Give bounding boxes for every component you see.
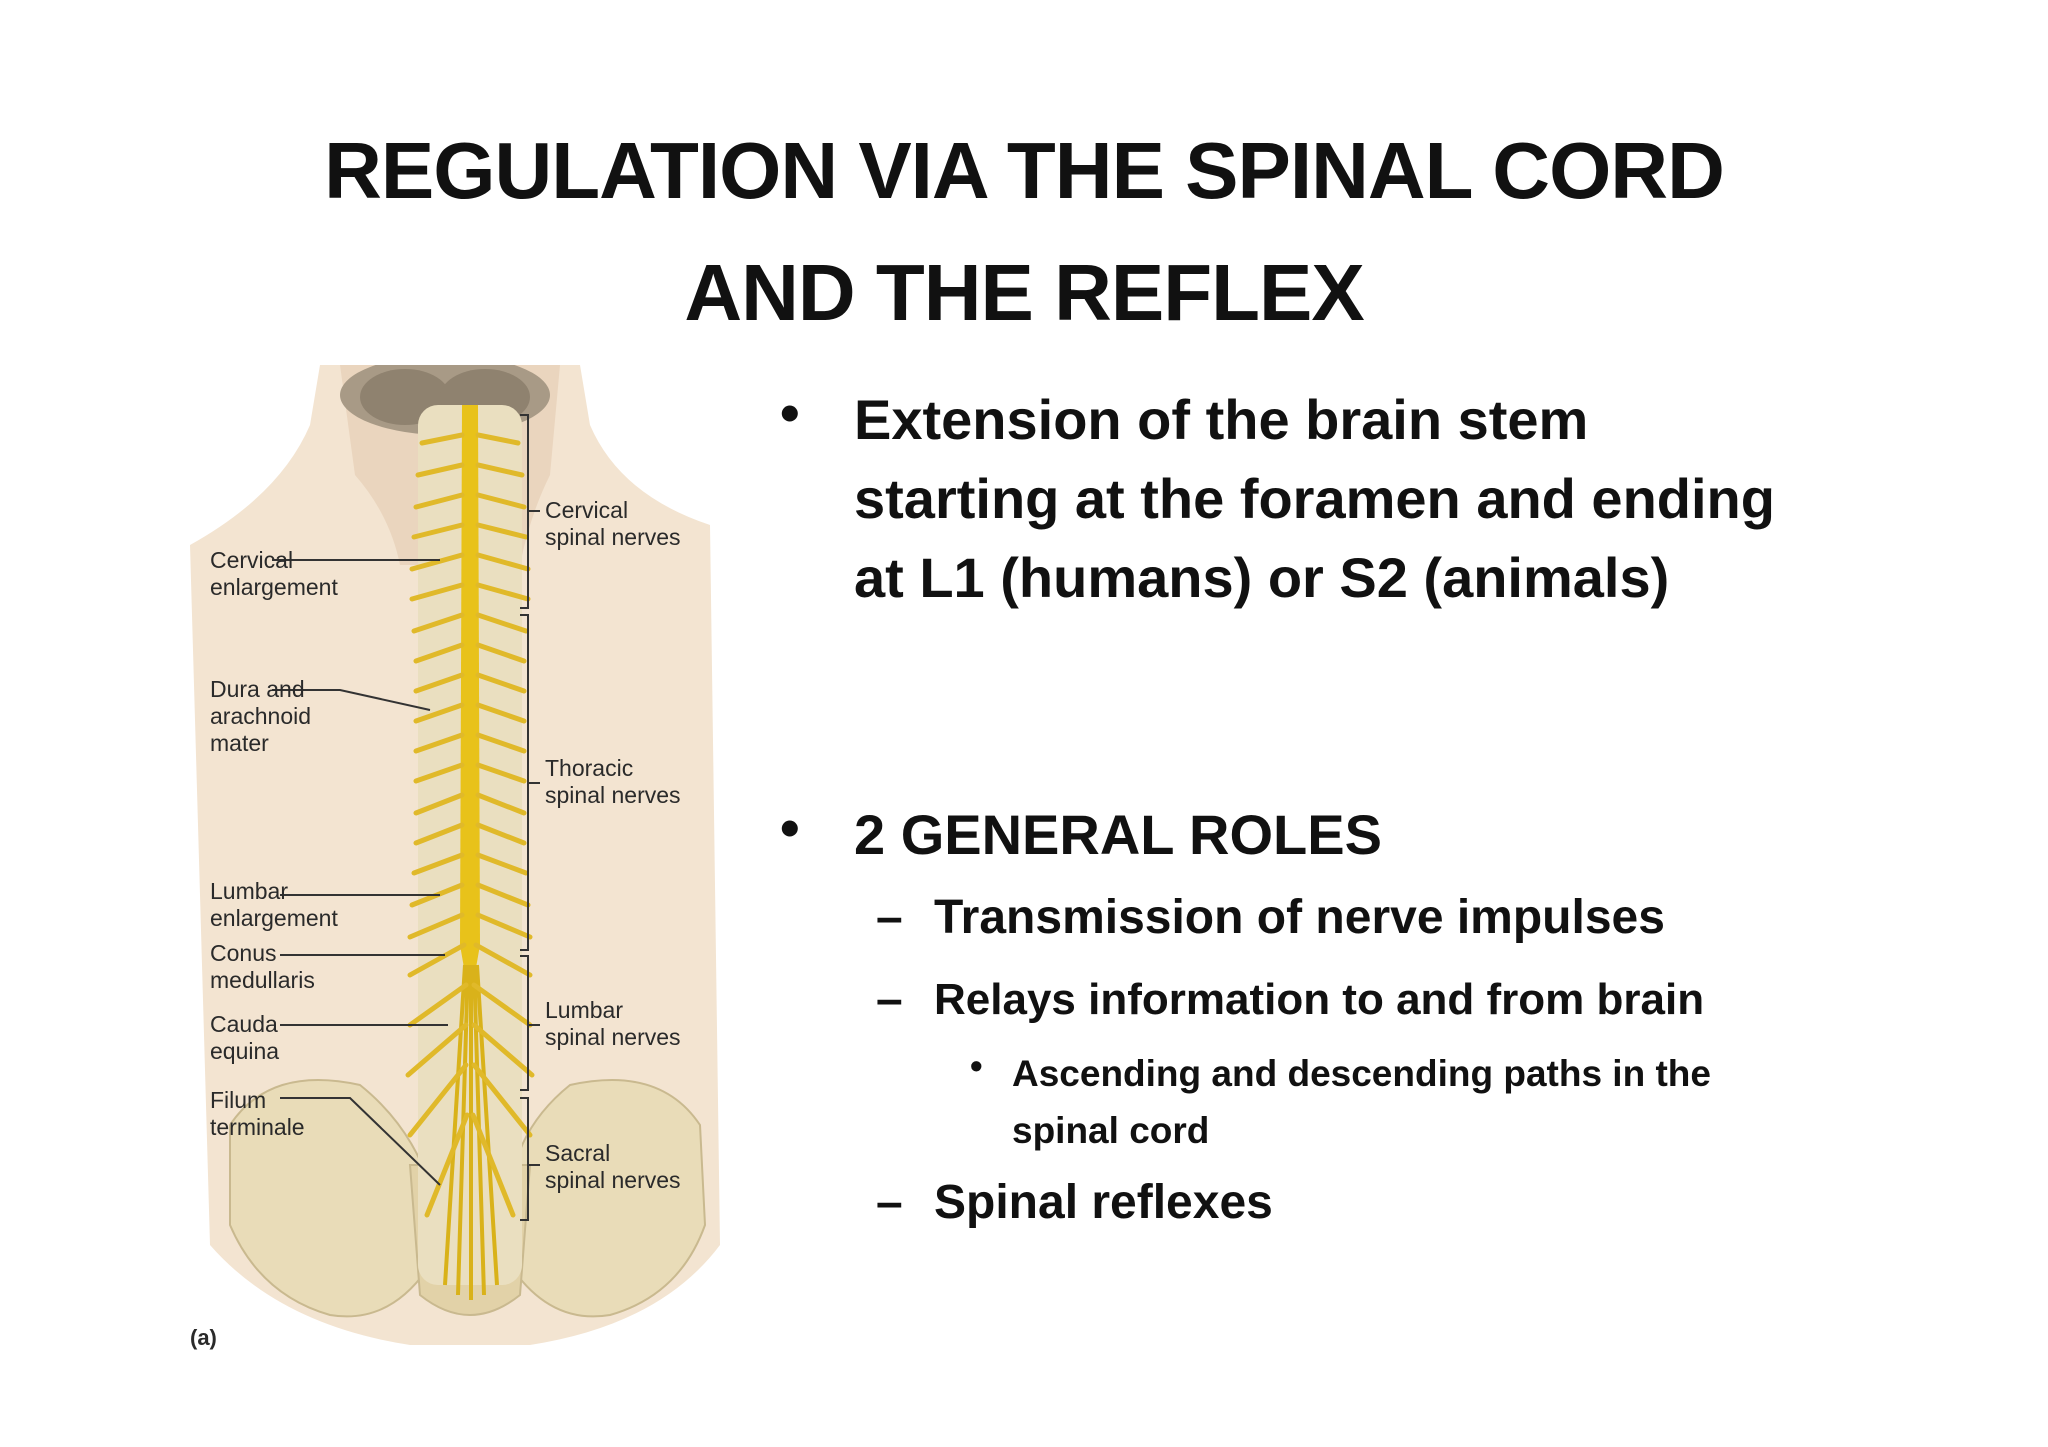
label-conus-medullaris: Conus medullaris — [210, 940, 315, 993]
slide-title-line-2: AND THE REFLEX — [684, 248, 1364, 337]
sub-bullet-text: Relays information to and from brain — [934, 975, 1705, 1024]
dash-marker: – — [876, 1176, 903, 1229]
spinal-nerves — [405, 432, 535, 1218]
slide-title: REGULATION VIA THE SPINAL CORD AND THE R… — [0, 110, 2048, 354]
figure-panel-label: (a) — [190, 1325, 217, 1350]
label-lumbar-spinal-nerves: Lumbar spinal nerves — [545, 997, 681, 1050]
spinal-cord-figure: Cervical enlargement Dura and arachnoid … — [190, 365, 750, 1355]
sub-sub-bullet-text: Ascending and descending paths in the sp… — [1012, 1053, 1711, 1151]
bullet-marker: • — [970, 1045, 983, 1086]
bullet-text: Extension of the brain stem starting at … — [854, 388, 1775, 609]
label-dura-arachnoid: Dura and arachnoid mater — [210, 676, 312, 756]
bullet-marker: • — [780, 381, 800, 444]
label-cervical-enlargement: Cervical enlargement — [210, 547, 338, 600]
bullet-marker: • — [780, 796, 800, 859]
label-lumbar-enlargement: Lumbar enlargement — [210, 878, 338, 931]
label-sacral-spinal-nerves: Sacral spinal nerves — [545, 1140, 681, 1193]
label-filum-terminale: Filum terminale — [210, 1087, 305, 1140]
sub-bullet-text: Spinal reflexes — [934, 1176, 1273, 1229]
label-thoracic-spinal-nerves: Thoracic spinal nerves — [545, 755, 681, 808]
bullet-text: 2 GENERAL ROLES — [854, 803, 1382, 866]
right-brackets — [520, 414, 540, 1221]
dash-marker: – — [876, 891, 903, 944]
sub-bullet-text: Transmission of nerve impulses — [934, 891, 1665, 944]
spinal-cord-illustration — [190, 365, 720, 1345]
dash-marker: – — [876, 973, 903, 1026]
label-cauda-equina: Cauda equina — [210, 1011, 280, 1064]
label-cervical-spinal-nerves: Cervical spinal nerves — [545, 497, 681, 550]
slide-title-line-1: REGULATION VIA THE SPINAL CORD — [324, 126, 1725, 215]
left-leader-lines — [272, 559, 448, 1186]
spinal-cord — [460, 405, 480, 985]
